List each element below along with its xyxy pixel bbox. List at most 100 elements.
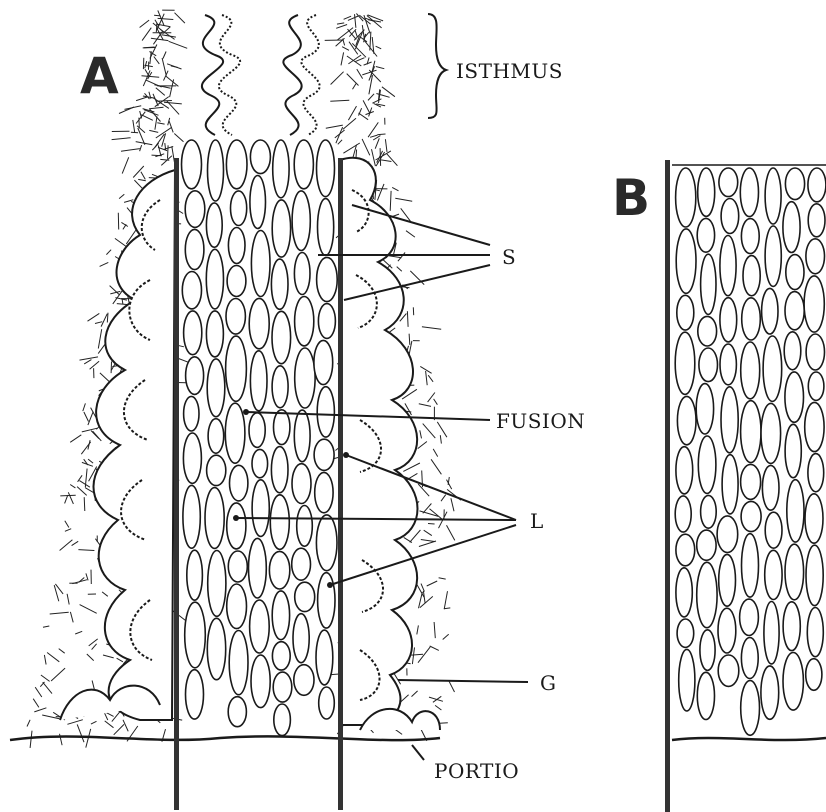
stroma-fiber (95, 322, 102, 324)
elongated-cell (785, 424, 801, 477)
elongated-cell (783, 202, 800, 253)
stroma-fiber (43, 682, 52, 693)
elongated-cell (295, 297, 314, 346)
stroma-fiber (407, 311, 408, 327)
stroma-fiber (123, 224, 126, 229)
elongated-cell (292, 464, 311, 504)
stroma-fiber (375, 138, 379, 148)
l-label: L (530, 509, 544, 533)
elongated-cell (698, 436, 716, 493)
elongated-cell (806, 659, 822, 691)
elongated-cell (226, 140, 247, 189)
panel-a: A ISTHMUS S FUSION L G PORTIO (10, 10, 585, 810)
elongated-cell (808, 168, 826, 202)
stroma-fiber (60, 540, 73, 551)
elongated-cell (717, 516, 738, 553)
elongated-cell (317, 387, 334, 437)
elongated-cell (743, 256, 760, 296)
elongated-cell (806, 334, 824, 370)
elongated-cell (185, 602, 206, 668)
elongated-cell (787, 480, 804, 542)
stroma-fiber (117, 658, 123, 662)
stroma-fiber (102, 592, 108, 596)
stroma-fiber (150, 51, 151, 64)
stroma-fiber (77, 724, 84, 742)
elongated-cell (699, 348, 718, 382)
stroma-fiber (428, 524, 435, 525)
elongated-cell (182, 140, 202, 189)
elongated-cell (294, 665, 314, 696)
elongated-cell (205, 488, 224, 549)
stroma-fiber (87, 654, 94, 661)
stroma-fiber (88, 459, 93, 463)
stroma-fiber (376, 67, 385, 69)
stroma-fiber (434, 622, 435, 638)
cell-columns-a (182, 140, 338, 736)
stroma-fiber (75, 631, 82, 634)
elongated-cell (741, 219, 759, 254)
stroma-fiber (447, 525, 455, 540)
stroma-fiber (158, 145, 160, 154)
elongated-cell (765, 226, 781, 286)
stroma-fiber (430, 646, 439, 650)
elongated-cell (698, 168, 715, 216)
stroma-fiber (125, 106, 142, 110)
stroma-fiber (421, 540, 436, 542)
elongated-cell (676, 534, 695, 566)
stroma-fiber (422, 327, 441, 330)
elongated-cell (719, 554, 736, 606)
panel-a-letter: A (80, 47, 119, 105)
elongated-cell (676, 568, 692, 617)
elongated-cell (318, 573, 335, 628)
stroma-fiber (406, 231, 415, 237)
elongated-cell (318, 304, 335, 339)
stroma-fiber (372, 99, 381, 103)
elongated-cell (784, 332, 801, 370)
portio-label: PORTIO (434, 759, 519, 783)
elongated-cell (762, 288, 778, 334)
elongated-cell (187, 550, 203, 600)
stroma-fiber (33, 699, 39, 708)
stroma-fiber (419, 404, 431, 407)
stroma-fiber (156, 127, 172, 138)
elongated-cell (742, 298, 761, 340)
stroma-fiber (119, 194, 124, 198)
elongated-cell (720, 236, 736, 296)
stroma-fiber (67, 720, 82, 725)
stroma-fiber (141, 115, 153, 121)
elongated-cell (226, 299, 245, 335)
elongated-cell (271, 447, 288, 493)
stroma-fiber (65, 529, 71, 532)
stroma-fiber (368, 94, 374, 101)
stroma-fiber (330, 100, 349, 101)
elongated-cell (184, 311, 202, 355)
stroma-fiber (35, 687, 42, 697)
elongated-cell (679, 649, 695, 711)
stroma-fiber (381, 160, 392, 162)
elongated-cell (270, 495, 289, 550)
stroma-fiber (101, 314, 107, 327)
stroma-fiber (100, 262, 109, 266)
stroma-fiber (380, 148, 381, 166)
stroma-fiber (377, 184, 384, 201)
elongated-cell (806, 545, 823, 605)
stroma-fiber (105, 721, 114, 728)
elongated-cell (697, 672, 714, 719)
stroma-fiber (86, 729, 91, 748)
stroma-fiber (151, 38, 169, 40)
elongated-cell (675, 496, 691, 532)
isthmus-label: ISTHMUS (456, 59, 563, 83)
stroma-fiber (423, 424, 436, 439)
elongated-cell (807, 608, 823, 657)
stroma-fiber (343, 143, 359, 153)
elongated-cell (292, 548, 311, 580)
panel-b-letter: B (612, 169, 650, 227)
stroma-fiber (437, 422, 447, 437)
elongated-cell (741, 401, 761, 463)
elongated-cell (250, 176, 266, 229)
elongated-cell (206, 249, 223, 309)
stroma-fiber (163, 52, 166, 59)
stroma-fiber (347, 74, 359, 86)
stroma-fiber (164, 102, 182, 104)
